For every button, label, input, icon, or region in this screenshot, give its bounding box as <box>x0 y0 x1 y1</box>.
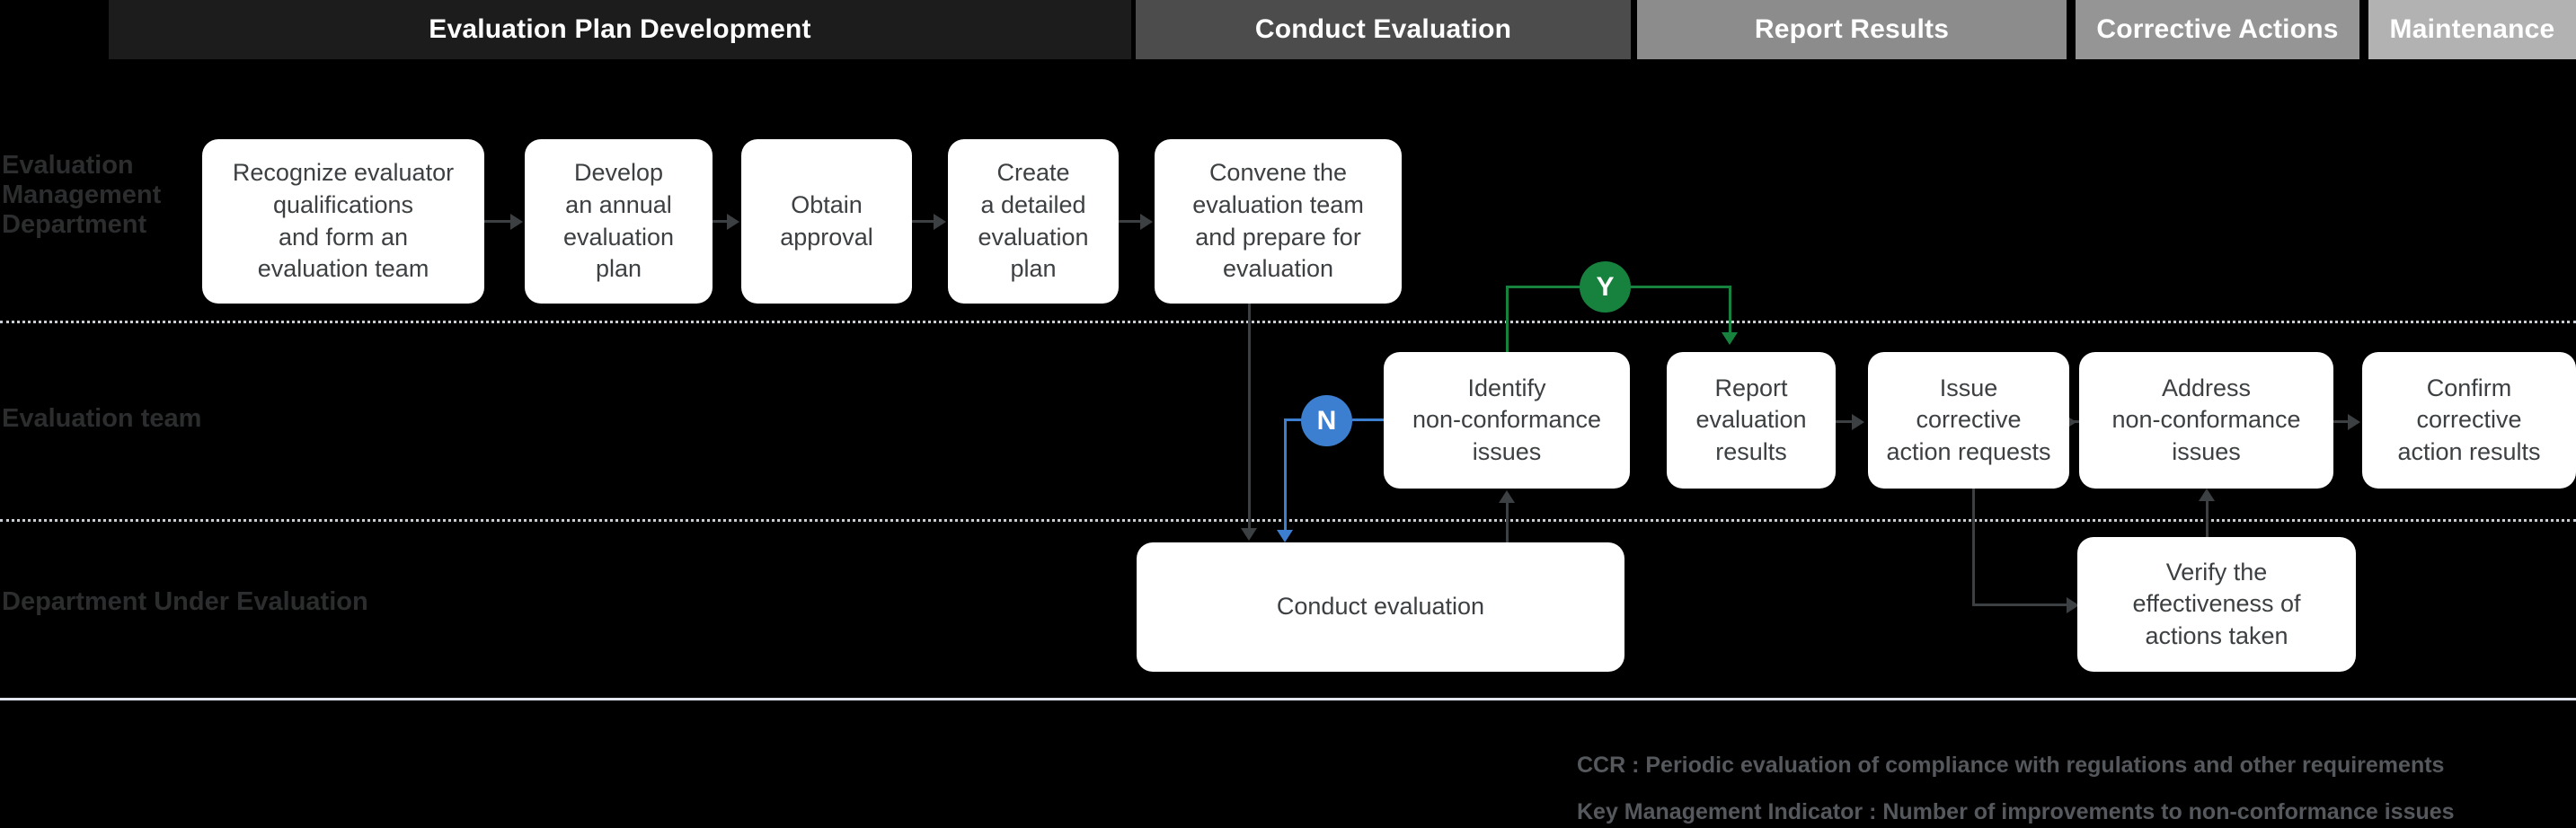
phase-band-label: Corrective Actions <box>2096 14 2339 44</box>
phase-band-report-results[interactable]: Report Results <box>1637 0 2067 59</box>
node-create-detailed-evaluation-plan[interactable]: Create a detailed evaluation plan <box>948 139 1119 304</box>
arrow-yes-branch-icon <box>1722 332 1738 345</box>
connector-issue-to-verify-vertical <box>1972 489 1975 606</box>
lane-bottom-rule <box>0 698 2576 700</box>
phase-band-corrective-actions[interactable]: Corrective Actions <box>2076 0 2359 59</box>
node-issue-corrective-action-requests[interactable]: Issue corrective action requests <box>1868 352 2069 489</box>
decision-badge-yes[interactable]: Y <box>1580 261 1631 313</box>
legend-ccr: CCR : Periodic evaluation of compliance … <box>1577 753 2445 778</box>
lane-divider-1 <box>0 321 2576 323</box>
arrow-create-to-convene-icon <box>1140 214 1153 230</box>
node-report-evaluation-results[interactable]: Report evaluation results <box>1667 352 1836 489</box>
connector-report-to-issue <box>1836 420 1854 423</box>
node-obtain-approval[interactable]: Obtain approval <box>741 139 912 304</box>
decision-badge-no[interactable]: N <box>1301 395 1352 446</box>
arrow-issue-to-verify-icon <box>2067 597 2079 613</box>
connector-yes-branch-left-horizontal <box>1506 286 1585 288</box>
node-identify-non-conformance-issues[interactable]: Identify non-conformance issues <box>1384 352 1630 489</box>
phase-band-label: Conduct Evaluation <box>1254 14 1512 44</box>
node-recognize-evaluator-qualifications[interactable]: Recognize evaluator qualifications and f… <box>202 139 484 304</box>
connector-issue-to-address <box>2069 420 2085 423</box>
connector-address-to-confirm <box>2333 420 2351 423</box>
lane-divider-2 <box>0 519 2576 522</box>
node-convene-evaluation-team[interactable]: Convene the evaluation team and prepare … <box>1155 139 1402 304</box>
connector-verify-to-address <box>2206 499 2209 541</box>
connector-no-badge-to-identify <box>1352 418 1388 421</box>
connector-yes-branch-left-vertical <box>1506 286 1509 356</box>
connector-develop-to-obtain <box>713 220 729 223</box>
phase-band-conduct-evaluation[interactable]: Conduct Evaluation <box>1136 0 1631 59</box>
connector-no-branch-vertical <box>1284 418 1287 533</box>
arrow-recognize-to-develop-icon <box>510 214 523 230</box>
connector-issue-to-verify-horizontal <box>1972 603 2073 606</box>
phase-band-maintenance[interactable]: Maintenance <box>2368 0 2576 59</box>
lane-label-evaluation-management-department: Evaluation Management Department <box>2 151 162 240</box>
phase-band-label: Report Results <box>1754 14 1950 44</box>
arrow-develop-to-obtain-icon <box>727 214 739 230</box>
connector-recognize-to-develop <box>484 220 512 223</box>
connector-obtain-to-create <box>912 220 935 223</box>
legend-key-management-indicator: Key Management Indicator : Number of imp… <box>1577 799 2455 824</box>
node-verify-effectiveness-of-actions[interactable]: Verify the effectiveness of actions take… <box>2077 537 2356 672</box>
arrow-no-branch-icon <box>1277 530 1293 542</box>
arrow-conduct-to-identify-icon <box>1499 490 1515 503</box>
phase-band-label: Maintenance <box>2389 14 2555 44</box>
node-conduct-evaluation[interactable]: Conduct evaluation <box>1137 542 1624 672</box>
arrow-address-to-confirm-icon <box>2348 414 2360 430</box>
arrow-obtain-to-create-icon <box>934 214 946 230</box>
arrow-convene-to-conduct-icon <box>1241 528 1257 541</box>
node-confirm-corrective-action-results[interactable]: Confirm corrective action results <box>2362 352 2576 489</box>
lane-label-department-under-evaluation: Department Under Evaluation <box>2 587 368 616</box>
phase-band-label: Evaluation Plan Development <box>429 14 811 44</box>
connector-convene-to-conduct <box>1248 304 1251 530</box>
phase-band-evaluation-plan-development[interactable]: Evaluation Plan Development <box>109 0 1131 59</box>
arrow-verify-to-address-icon <box>2199 489 2215 501</box>
connector-yes-branch-right-horizontal <box>1627 286 1731 288</box>
connector-no-branch-horizontal <box>1284 418 1307 421</box>
arrow-report-to-issue-icon <box>1852 414 1864 430</box>
connector-create-to-convene <box>1119 220 1142 223</box>
node-develop-annual-evaluation-plan[interactable]: Develop an annual evaluation plan <box>525 139 713 304</box>
connector-yes-branch-right-vertical <box>1729 286 1731 336</box>
lane-label-evaluation-team: Evaluation team <box>2 404 202 433</box>
connector-conduct-to-identify <box>1506 501 1509 544</box>
node-address-non-conformance-issues[interactable]: Address non-conformance issues <box>2079 352 2333 489</box>
